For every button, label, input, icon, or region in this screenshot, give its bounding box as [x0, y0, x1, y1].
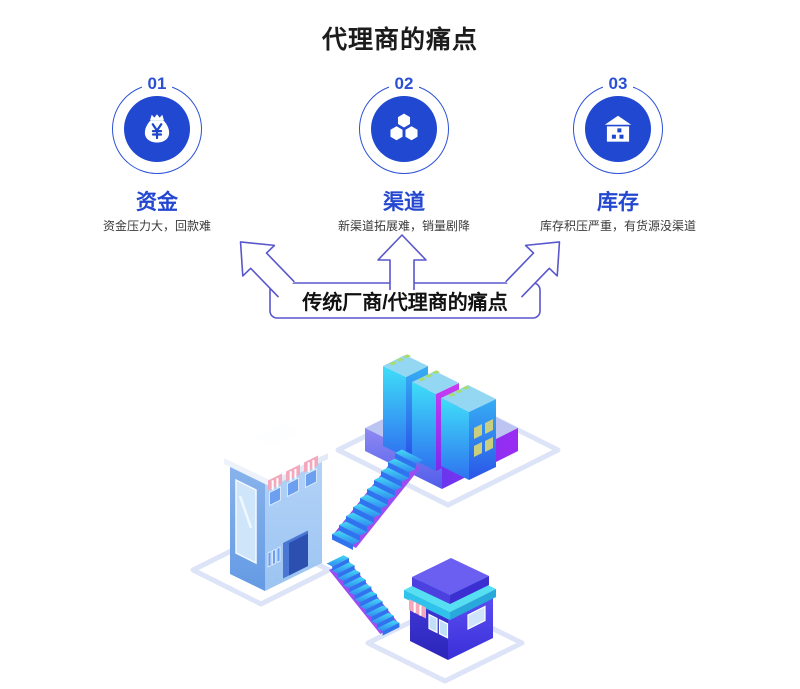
shop-awning — [409, 599, 426, 619]
circle-disc — [371, 96, 437, 162]
arrow-up-left — [239, 241, 295, 298]
pain-point-label: 资金 — [136, 191, 178, 214]
pain-point-number: 03 — [602, 74, 634, 94]
circle-ring — [112, 84, 202, 174]
pain-point-label: 库存 — [597, 191, 639, 214]
pain-point-description: 新渠道拓展难，销量剧降 — [337, 219, 470, 233]
pain-point-number: 02 — [388, 74, 420, 94]
page-title: 代理商的痛点 — [321, 26, 478, 54]
pain-point-capital: 01 资金 资金压力大，回款难 — [47, 74, 267, 235]
hexagons-icon — [390, 113, 418, 141]
pain-point-channel: 02 渠道 新渠道拓展难，销量剧降 — [294, 74, 514, 235]
storefront-awnings — [268, 455, 318, 491]
storefront-windows — [267, 468, 317, 568]
isometric-illustration — [190, 354, 561, 684]
banner-label: 传统厂商/代理商的痛点 — [302, 292, 508, 314]
pain-point-inventory: 03 库存 库存积压严重，有货源没渠道 — [508, 74, 728, 235]
pain-point-description: 库存积压严重，有货源没渠道 — [539, 219, 696, 233]
money-bag-icon — [144, 114, 170, 143]
pain-point-number: 01 — [141, 74, 173, 94]
stairs-upper — [332, 449, 423, 550]
circle-ring — [573, 84, 663, 174]
stairs-lower — [326, 555, 400, 636]
arrow-up-center — [377, 234, 427, 290]
warehouse-icon — [604, 115, 632, 142]
shop-windows — [428, 605, 486, 639]
storefront-building — [224, 424, 328, 591]
tower-windows — [474, 419, 493, 457]
circle-ring — [359, 84, 449, 174]
pain-point-description: 资金压力大，回款难 — [102, 219, 211, 233]
office-towers-group — [383, 354, 496, 480]
pain-point-label: 渠道 — [383, 191, 425, 214]
banner-arrows — [239, 234, 561, 319]
arrow-up-right — [505, 241, 561, 298]
circle-disc — [124, 96, 190, 162]
retail-shop-building — [404, 558, 496, 660]
circle-disc — [585, 96, 651, 162]
